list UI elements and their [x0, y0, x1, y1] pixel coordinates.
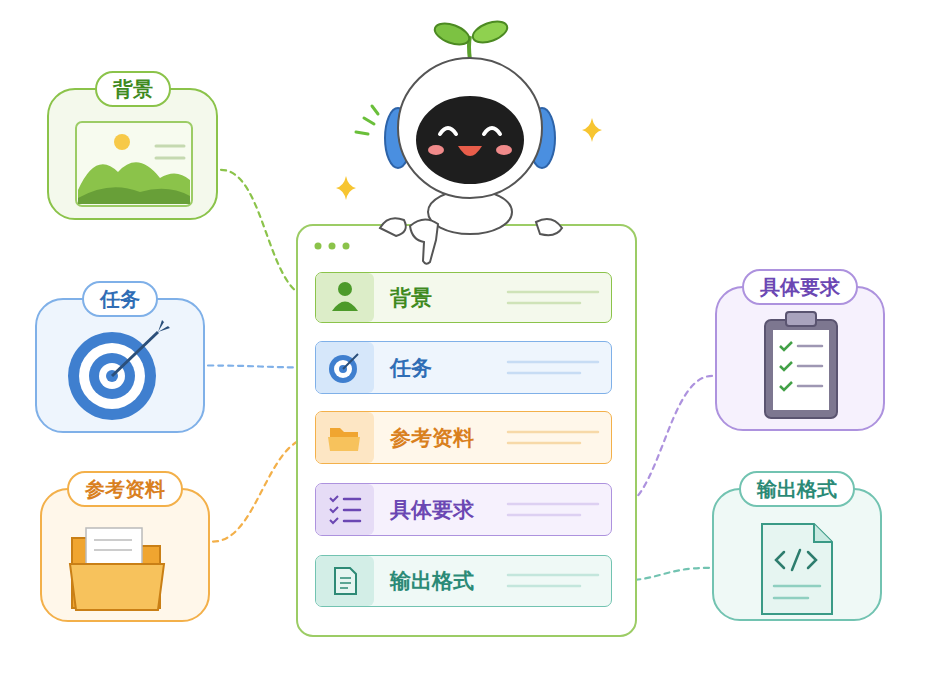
section-label: 参考资料 [390, 424, 474, 452]
section-label: 输出格式 [390, 567, 474, 595]
section-label: 任务 [390, 354, 432, 382]
prompt-section-row: 参考资料 [315, 411, 612, 464]
robot-mascot [380, 17, 562, 263]
section-label: 具体要求 [390, 496, 474, 524]
input-card: 输出格式 [712, 488, 882, 621]
prompt-section-row: 输出格式 [315, 555, 612, 607]
card-tab-label: 背景 [95, 71, 171, 107]
clipboard-icon [765, 312, 837, 418]
section-label: 背景 [390, 284, 432, 312]
picture-icon [76, 122, 192, 206]
card-tab-label: 任务 [82, 281, 158, 317]
input-card: 背景 [47, 88, 218, 220]
card-tab-label: 具体要求 [742, 269, 858, 305]
input-card: 参考资料 [40, 488, 210, 622]
row-placeholder-lines [508, 292, 598, 586]
card-tab-label: 参考资料 [67, 471, 183, 507]
row-icon-cells [316, 273, 374, 606]
prompt-section-row: 具体要求 [315, 483, 612, 536]
target-icon [68, 320, 170, 420]
input-card: 具体要求 [715, 286, 885, 431]
card-tab-label: 输出格式 [739, 471, 855, 507]
input-card: 任务 [35, 298, 205, 433]
prompt-section-row: 背景 [315, 272, 612, 323]
prompt-section-row: 任务 [315, 341, 612, 394]
sparkles [336, 106, 602, 200]
code-file-icon [762, 524, 832, 614]
folder-icon [70, 528, 164, 610]
